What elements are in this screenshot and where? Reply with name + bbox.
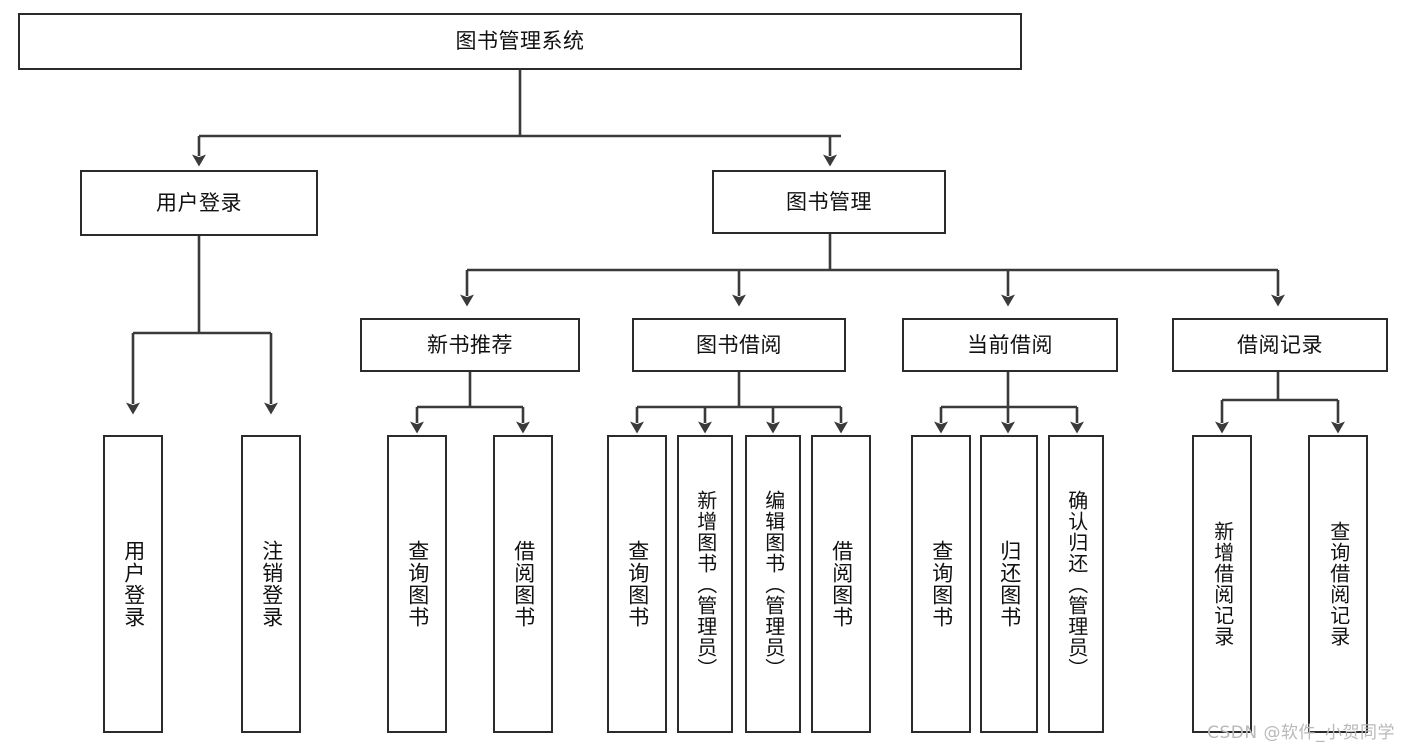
node-leaf-query-book-bor-label: 查询图书 bbox=[625, 540, 650, 628]
node-leaf-borrow-book-rec-label: 借阅图书 bbox=[511, 540, 536, 628]
node-leaf-query-book-cur-label: 查询图书 bbox=[929, 540, 954, 628]
node-leaf-user-login[interactable]: 用户登录 bbox=[103, 435, 163, 733]
node-leaf-confirm-return[interactable]: 确认归还（管理员） bbox=[1048, 435, 1104, 733]
node-leaf-query-record[interactable]: 查询借阅记录 bbox=[1308, 435, 1368, 733]
node-book-borrow[interactable]: 图书借阅 bbox=[632, 318, 846, 372]
node-leaf-borrow-book-rec[interactable]: 借阅图书 bbox=[493, 435, 553, 733]
node-leaf-return-book-label: 归还图书 bbox=[997, 540, 1022, 628]
node-user-login[interactable]: 用户登录 bbox=[80, 170, 318, 236]
node-leaf-confirm-return-label: 确认归还（管理员） bbox=[1064, 489, 1089, 679]
node-root-label: 图书管理系统 bbox=[455, 29, 585, 54]
node-leaf-user-logout-label: 注销登录 bbox=[259, 540, 284, 628]
node-book-borrow-label: 图书借阅 bbox=[696, 332, 782, 357]
node-leaf-return-book[interactable]: 归还图书 bbox=[980, 435, 1038, 733]
node-book-manage[interactable]: 图书管理 bbox=[712, 170, 946, 234]
node-borrow-record[interactable]: 借阅记录 bbox=[1172, 318, 1388, 372]
node-leaf-borrow-book[interactable]: 借阅图书 bbox=[811, 435, 871, 733]
node-leaf-user-logout[interactable]: 注销登录 bbox=[241, 435, 301, 733]
node-leaf-query-book-cur[interactable]: 查询图书 bbox=[911, 435, 971, 733]
node-new-book-rec-label: 新书推荐 bbox=[427, 332, 513, 357]
node-leaf-query-record-label: 查询借阅记录 bbox=[1326, 521, 1351, 647]
node-leaf-edit-book[interactable]: 编辑图书（管理员） bbox=[745, 435, 801, 733]
node-leaf-query-book-bor[interactable]: 查询图书 bbox=[607, 435, 667, 733]
node-leaf-add-record[interactable]: 新增借阅记录 bbox=[1192, 435, 1252, 733]
node-leaf-query-book-rec-label: 查询图书 bbox=[405, 540, 430, 628]
node-new-book-rec[interactable]: 新书推荐 bbox=[360, 318, 580, 372]
node-borrow-record-label: 借阅记录 bbox=[1237, 332, 1323, 357]
node-leaf-query-book-rec[interactable]: 查询图书 bbox=[387, 435, 447, 733]
node-current-borrow[interactable]: 当前借阅 bbox=[902, 318, 1118, 372]
node-book-manage-label: 图书管理 bbox=[786, 189, 872, 214]
node-user-login-label: 用户登录 bbox=[156, 190, 242, 215]
node-leaf-add-book[interactable]: 新增图书（管理员） bbox=[677, 435, 733, 733]
node-leaf-add-book-label: 新增图书（管理员） bbox=[693, 489, 718, 679]
node-leaf-add-record-label: 新增借阅记录 bbox=[1210, 521, 1235, 647]
node-leaf-user-login-label: 用户登录 bbox=[121, 540, 146, 628]
node-leaf-edit-book-label: 编辑图书（管理员） bbox=[761, 489, 786, 679]
node-root[interactable]: 图书管理系统 bbox=[18, 13, 1022, 70]
node-leaf-borrow-book-label: 借阅图书 bbox=[829, 540, 854, 628]
node-current-borrow-label: 当前借阅 bbox=[967, 332, 1053, 357]
